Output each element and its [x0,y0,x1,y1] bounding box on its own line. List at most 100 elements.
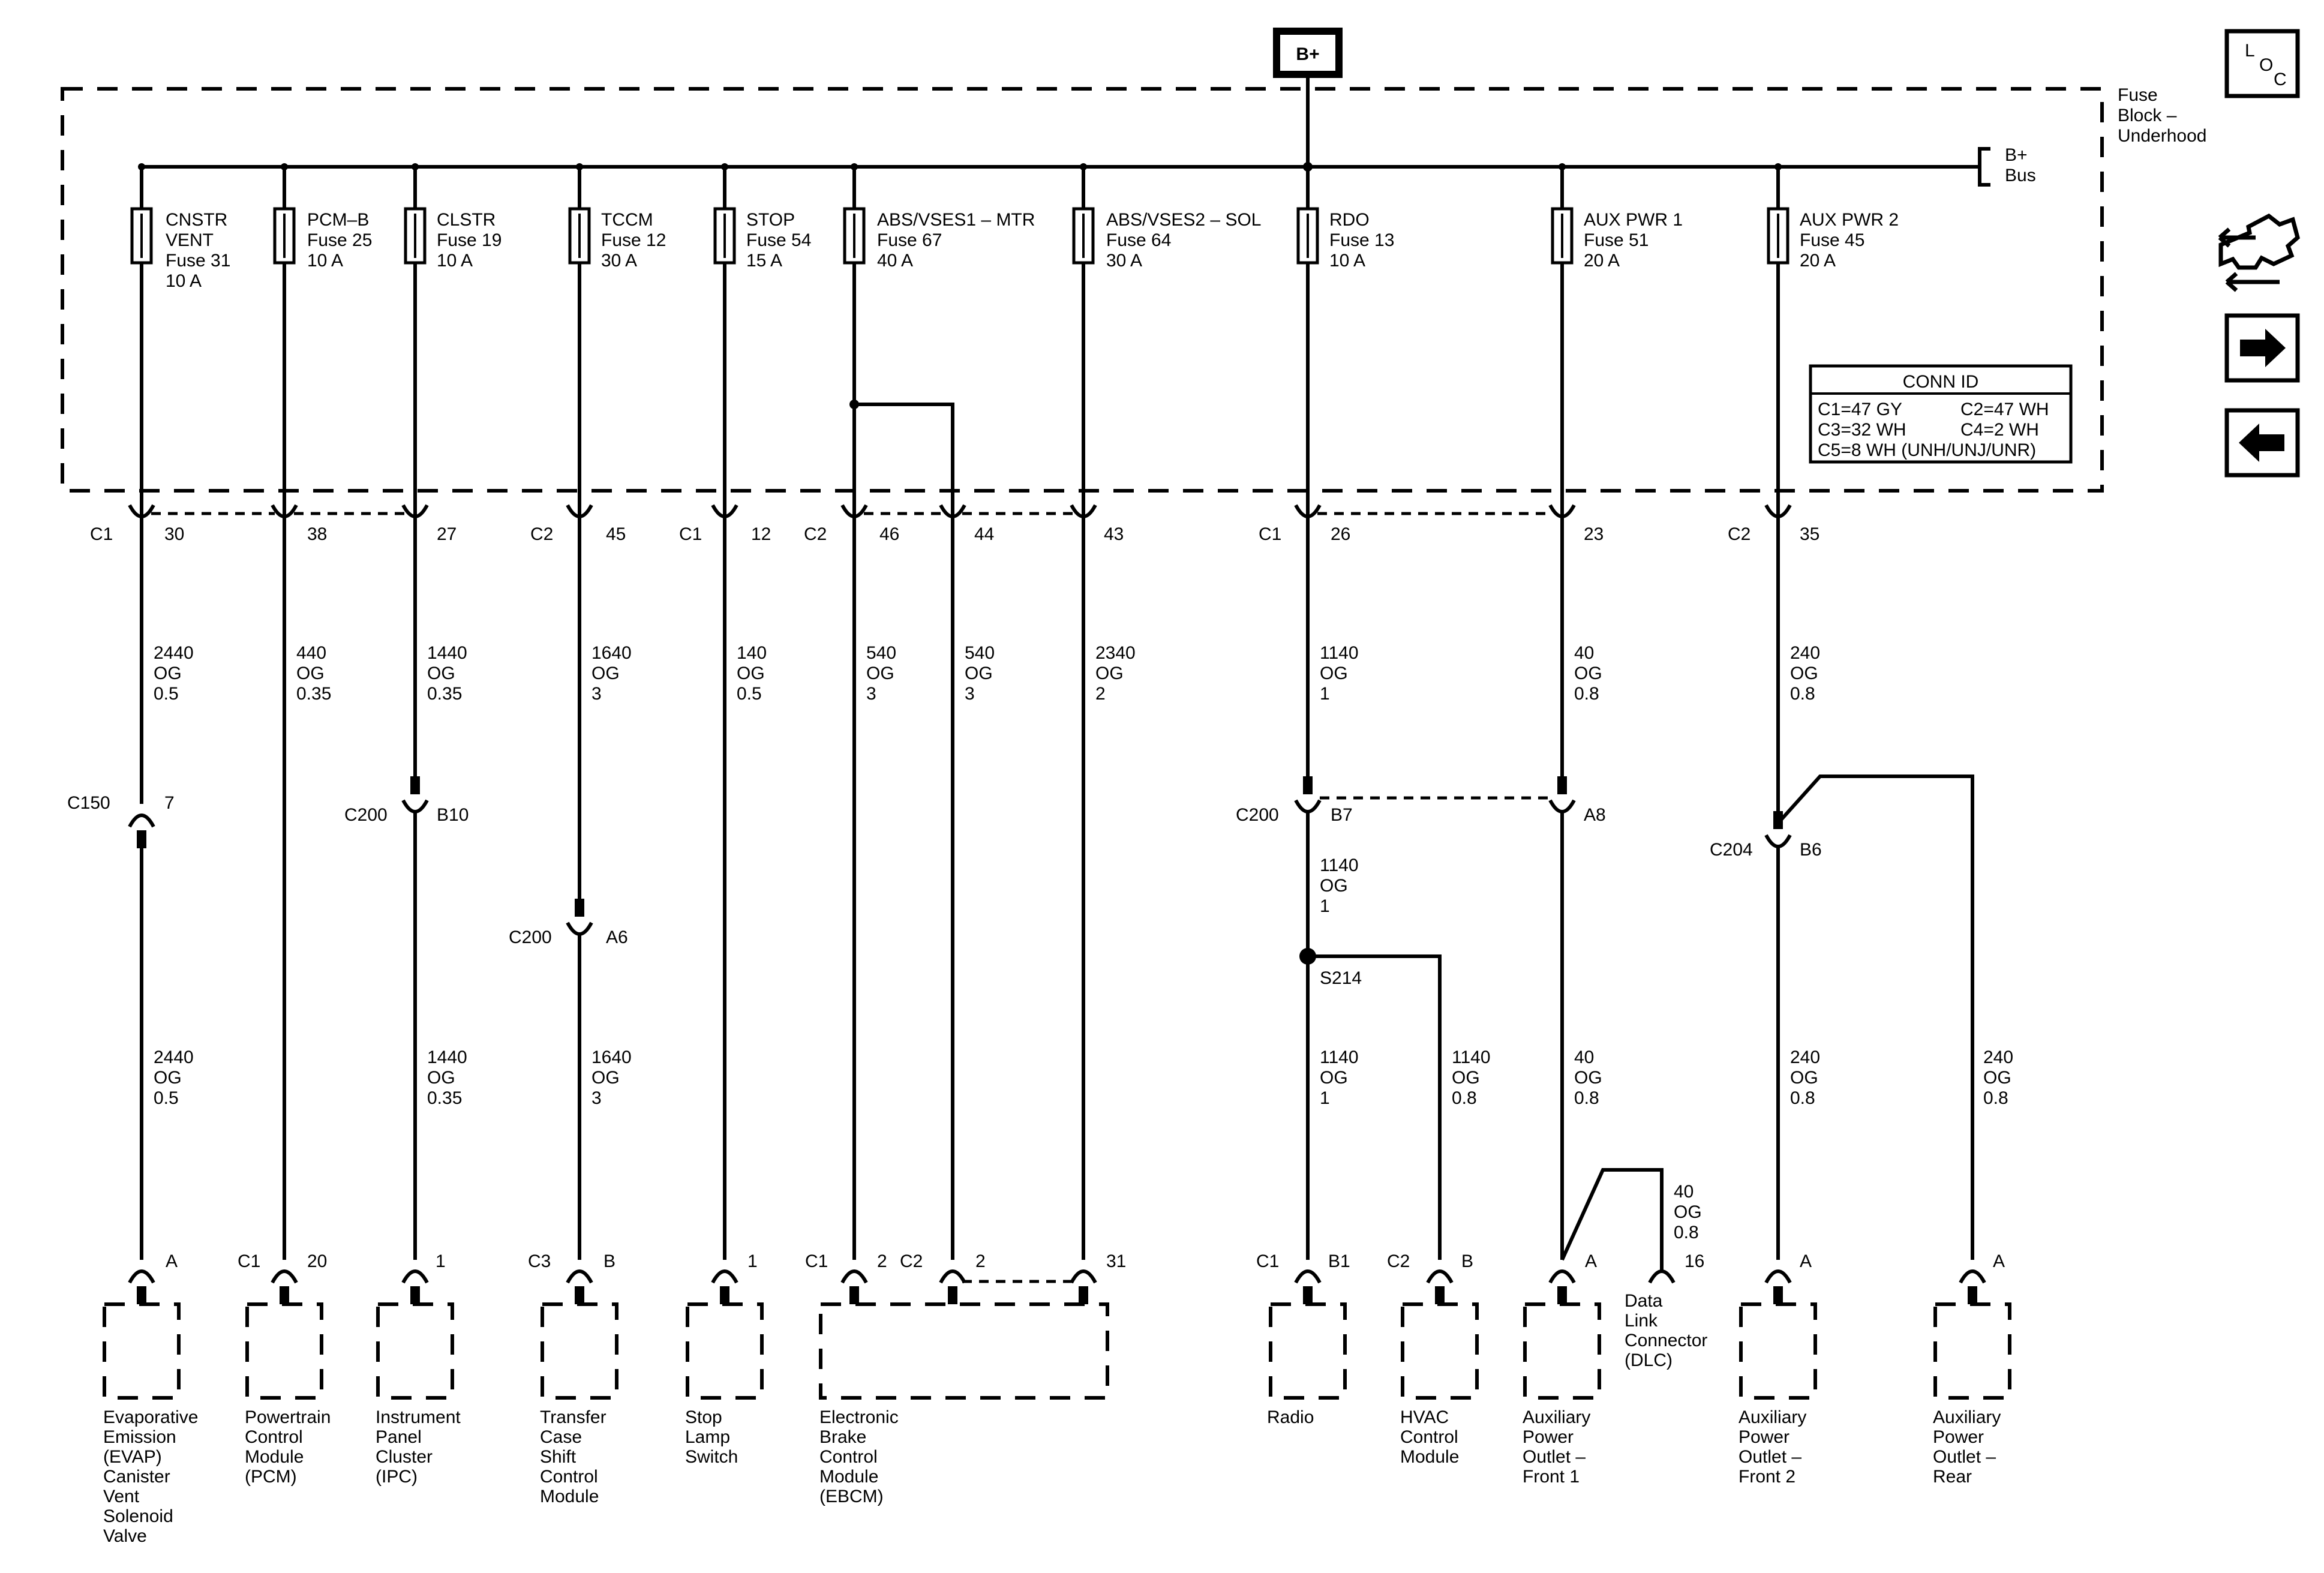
pin-number: B7 [1331,805,1353,825]
component-label-line: Canister [103,1467,170,1487]
pin-number: A [1585,1251,1597,1271]
component-label-line: Control [540,1467,598,1487]
wire-gauge: 0.35 [427,1088,462,1108]
connector-id: C2 [900,1251,923,1271]
left-arrow-icon [2239,424,2284,462]
pin-number: 1 [436,1251,446,1271]
pin-number: B [603,1251,615,1271]
pin-number: 16 [1685,1251,1704,1271]
fuse-label-line: AUX PWR 1 [1584,210,1683,230]
pin-number: 31 [1106,1251,1126,1271]
bus-label-line2: Bus [2005,166,2036,185]
connector-pin: 43 [1070,492,1124,1260]
pin-number: 43 [1104,524,1124,544]
loc-letter: O [2259,55,2273,75]
component-label-line: Electronic [819,1407,899,1427]
connector-id: C1 [679,524,702,544]
connector-pin: 38 [271,492,327,1260]
component-label-line: Auxiliary [1523,1407,1590,1427]
connector-id: C204 [1710,840,1753,860]
battery-source: B+ [1273,28,1343,78]
pin-number: A6 [606,927,628,947]
component-pin: 1 [711,1251,758,1304]
wire-gauge: 0.8 [1574,1088,1599,1108]
wire-color: OG [296,664,325,683]
fuse-label-line: Fuse 31 [166,251,230,271]
component-label-line: (EVAP) [103,1447,162,1467]
loc-button[interactable]: L O C [2224,29,2300,98]
wire-circuit: 40 [1574,643,1594,663]
component-label-line: Transfer [540,1407,606,1427]
wire-circuit: 40 [1574,1047,1594,1067]
wire-color: OG [1790,1068,1818,1088]
fuse-abs-vses1-mtr: ABS/VSES1 – MTR Fuse 67 40 A [843,163,1035,492]
component-label-line: Rear [1933,1467,1972,1487]
wire-gauge: 1 [1320,684,1330,704]
component-aux-outlet-rear: Auxiliary Power Outlet – Rear [1933,1302,2011,1487]
component-label-line: Switch [685,1447,738,1467]
connector-pin: C2 35 [1728,492,1819,811]
component-transfer-case-module: Transfer Case Shift Control Module [540,1302,618,1506]
component-label-line: HVAC [1400,1407,1449,1427]
component-dlc: Data Link Connector (DLC) [1625,1291,1707,1370]
component-pin: 16 [1648,1251,1704,1284]
component-evap-vent-solenoid: Evaporative Emission (EVAP) Canister Ven… [103,1302,198,1546]
component-label-line: Module [1400,1447,1459,1467]
wire-circuit: 240 [1790,1047,1820,1067]
component-pins: A C1 20 1 C3 B 1 C1 2 [128,1251,2005,1304]
component-label-line: Valve [103,1526,147,1546]
right-arrow-icon [2240,329,2286,367]
wire-circuit: 540 [965,643,995,663]
component-label-line: Radio [1267,1407,1314,1427]
fuse-clstr: CLSTR Fuse 19 10 A [404,163,502,492]
component-pin: A [128,1251,178,1304]
wire-gauge: 0.35 [296,684,331,704]
pin-number: 12 [751,524,771,544]
pin-number: 44 [974,524,994,544]
component-stop-lamp-switch: Stop Lamp Switch [685,1302,764,1467]
component-radio: Radio [1267,1302,1347,1427]
next-page-button[interactable] [2224,313,2300,383]
wire-gauge: 3 [866,684,876,704]
wire-color: OG [1983,1068,2011,1088]
component-ipc: Instrument Panel Cluster (IPC) [376,1302,461,1487]
fuse-label-line: Fuse 54 [746,230,811,250]
connector-id: C1 [1256,1251,1279,1271]
wire-color: OG [1574,664,1602,683]
component-pin: 1 [401,1251,446,1304]
component-label-line: Powertrain [245,1407,331,1427]
connector-id: C3 [528,1251,551,1271]
component-label-line: (PCM) [245,1467,297,1487]
connector-id: C2 [1728,524,1750,544]
wire-gauge: 0.8 [1574,684,1599,704]
fuse-aux-pwr-2: AUX PWR 2 Fuse 45 20 A [1767,163,1899,492]
connector-pin: C2 45 [530,492,626,899]
fuse-label-line: PCM–B [307,210,369,230]
fuse-label-line: Fuse 19 [437,230,502,250]
component-pin: C3 B [528,1251,615,1304]
component-pin: C1 B1 [1256,1251,1350,1304]
fuse-cnstr-vent: CNSTR VENT Fuse 31 10 A [130,163,230,492]
wire-color: OG [154,664,182,683]
previous-page-button[interactable] [2224,408,2300,478]
splice-s214: 1140 OG 1 S214 [1299,855,1442,1260]
component-label-line: Control [1400,1427,1458,1447]
component-label-line: (IPC) [376,1467,418,1487]
component-label-line: Outlet – [1933,1447,1996,1467]
component-label-line: Front 1 [1523,1467,1580,1487]
wire-color: OG [591,664,620,683]
wire-circuit: 240 [1790,643,1820,663]
wire-circuit: 540 [866,643,896,663]
component-hvac-module: HVAC Control Module [1400,1302,1479,1467]
inline-connector-c204: C204 B6 [1710,775,1974,1260]
fuse-label-line: 20 A [1584,251,1620,271]
component-locator-icon[interactable] [2218,213,2300,292]
inline-connector-c200-b7-a8: C200 B7 A8 [1236,776,1606,1260]
wire-color: OG [1095,664,1124,683]
fuse-label-line: Fuse 51 [1584,230,1649,250]
component-pin: A [1959,1251,2005,1304]
pin-number: 1 [747,1251,758,1271]
connector-pin: C1 26 [1259,492,1350,776]
conn-id-cell: C4=2 WH [1960,420,2039,440]
conn-id-table: CONN ID C1=47 GY C2=47 WH C3=32 WH C4=2 … [1809,364,2073,464]
